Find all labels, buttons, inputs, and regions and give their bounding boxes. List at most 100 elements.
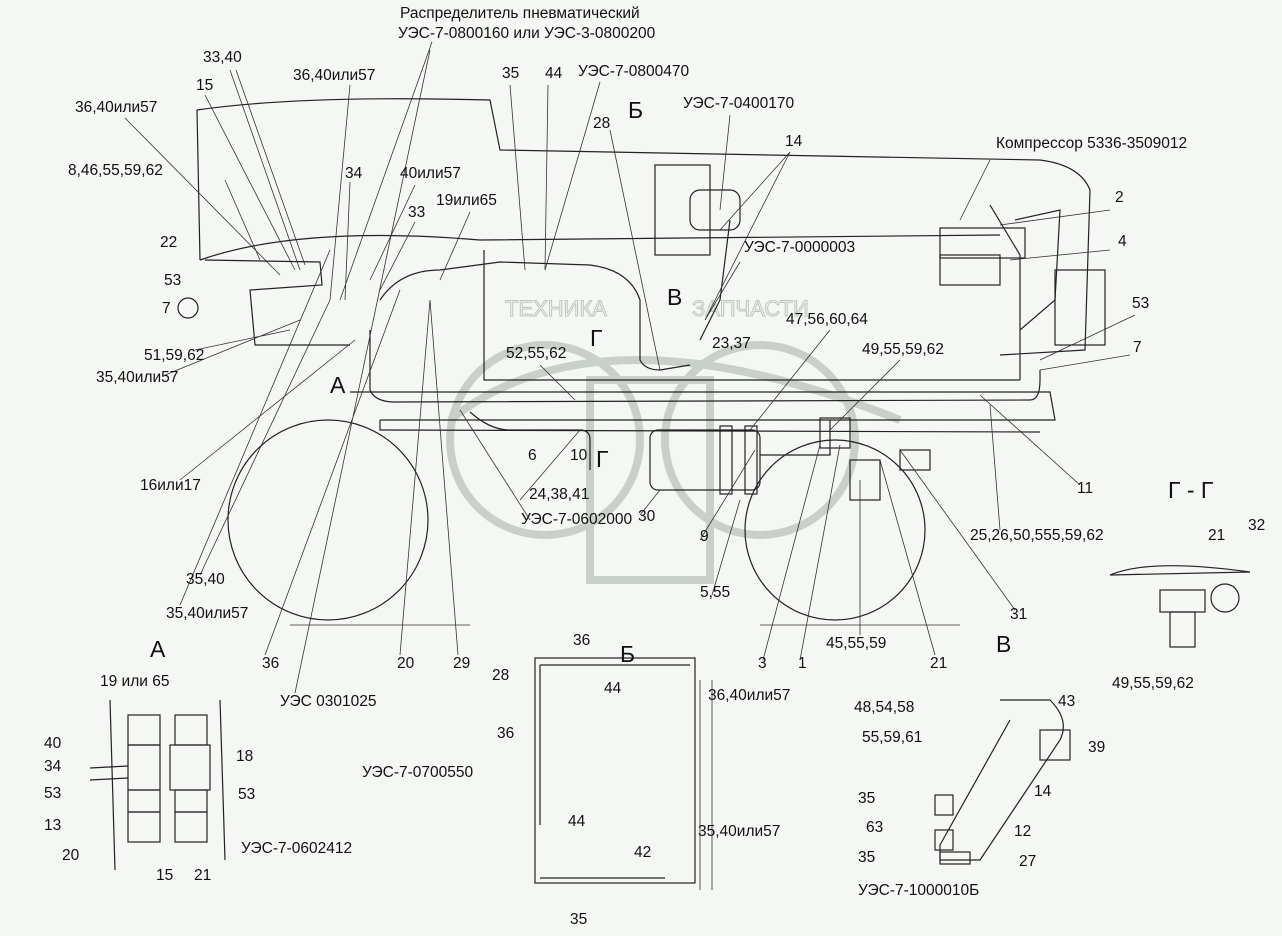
callout-label: 36 <box>573 632 590 649</box>
callout-label: 31 <box>1010 606 1027 623</box>
callout-label: 21 <box>194 867 211 884</box>
callout-label: 6 <box>528 447 537 464</box>
callout-label: 34 <box>44 758 62 775</box>
callout-label: 23,37 <box>712 335 751 352</box>
callout-label: 14 <box>1034 783 1052 800</box>
callout-label: УЭС-7-0700550 <box>362 764 474 781</box>
callout-label: 9 <box>700 528 709 545</box>
callout-label: 34 <box>345 165 363 182</box>
callout-label: 29 <box>453 655 470 672</box>
callout-label: 12 <box>1014 823 1031 840</box>
callout-label: 28 <box>492 667 509 684</box>
callout-label: 14 <box>785 133 803 150</box>
callout-label: 51,59,62 <box>144 347 204 364</box>
callout-label: 5,55 <box>700 584 730 601</box>
callout-label: 21 <box>1208 527 1225 544</box>
callout-label: 44 <box>604 680 622 697</box>
callout-labels: Распределитель пневматическийУЭС-7-08001… <box>44 5 1265 928</box>
callout-label: УЭС-7-0800160 или УЭС-3-0800200 <box>398 25 656 42</box>
callout-label: 2 <box>1115 189 1124 206</box>
view-letter-label: В <box>667 284 682 310</box>
callout-label: 35 <box>570 911 587 928</box>
callout-label: 25,26,50,555,59,62 <box>970 527 1104 544</box>
view-letter-label: Г <box>596 446 609 472</box>
callout-label: 49,55,59,62 <box>862 341 944 358</box>
callout-label: 16или17 <box>140 477 201 494</box>
callout-label: 19 или 65 <box>100 673 169 690</box>
callout-label: УЭС-7-0000003 <box>744 239 855 256</box>
callout-label: 30 <box>638 508 656 525</box>
callout-label: 35,40или57 <box>698 823 780 840</box>
callout-label: УЭС 0301025 <box>280 693 377 710</box>
callout-label: 48,54,58 <box>854 699 914 716</box>
callout-label: 55,59,61 <box>862 729 922 746</box>
leader-lines <box>124 41 1136 694</box>
callout-label: 36,40или57 <box>75 99 157 116</box>
callout-label: 53 <box>164 272 181 289</box>
callout-label: 42 <box>634 844 651 861</box>
callout-label: УЭС-7-1000010Б <box>858 882 979 899</box>
callout-label: 40 <box>44 735 62 752</box>
view-letter-label: Б <box>620 641 635 667</box>
air-lines <box>177 189 1041 501</box>
callout-label: 35,40или57 <box>96 369 178 386</box>
callout-label: 43 <box>1058 693 1075 710</box>
callout-label: УЭС-7-0800470 <box>578 63 690 80</box>
callout-label: УЭС-7-0602412 <box>241 840 352 857</box>
callout-label: УЭС-7-0400170 <box>683 95 795 112</box>
callout-label: 35,40 <box>186 571 225 588</box>
callout-label: 18 <box>236 748 253 765</box>
view-letter-label: В <box>996 631 1011 657</box>
callout-label: Компрессор 5336-3509012 <box>996 135 1187 152</box>
callout-label: 53 <box>1132 295 1149 312</box>
callout-label: 35 <box>858 849 875 866</box>
view-letter-label: А <box>330 372 346 398</box>
callout-label: 35 <box>858 790 875 807</box>
callout-label: 44 <box>545 65 563 82</box>
callout-label: 36 <box>497 725 514 742</box>
callout-label: 33 <box>408 204 425 221</box>
view-v-detail <box>934 699 1071 865</box>
callout-label: 36 <box>262 655 279 672</box>
view-b-box <box>534 657 713 890</box>
callout-label: 24,38,41 <box>529 486 589 503</box>
callout-label: 8,46,55,59,62 <box>68 162 163 179</box>
callout-label: 3 <box>758 655 767 672</box>
callout-label: 63 <box>866 819 883 836</box>
callout-label: 45,55,59 <box>826 635 886 652</box>
callout-label: 40или57 <box>400 165 461 182</box>
callout-label: 53 <box>44 785 61 802</box>
view-letter-label: Г <box>590 325 603 351</box>
callout-label: 19или65 <box>436 192 497 209</box>
callout-label: 52,55,62 <box>506 345 566 362</box>
callout-label: 36,40или57 <box>293 67 375 84</box>
callout-label: 13 <box>44 817 61 834</box>
callout-label: 1 <box>798 655 807 672</box>
callout-label: 27 <box>1019 853 1036 870</box>
callout-label: 20 <box>397 655 415 672</box>
callout-label: 4 <box>1118 233 1127 250</box>
callout-label: 36,40или57 <box>708 687 790 704</box>
callout-label: 35,40или57 <box>166 605 248 622</box>
callout-label: 47,56,60,64 <box>786 311 868 328</box>
callout-label: 7 <box>162 300 171 317</box>
view-letter-label: А <box>150 636 166 662</box>
view-letter-label: Б <box>628 97 643 123</box>
callout-label: 11 <box>1077 480 1093 497</box>
callout-label: Распределитель пневматический <box>400 5 640 22</box>
callout-label: УЭС-7-0602000 <box>521 511 633 528</box>
callout-label: 20 <box>62 847 80 864</box>
watermark: ТЕХНИКА ЗАПЧАСТИ <box>446 296 902 584</box>
view-g-g-detail <box>1109 565 1251 648</box>
callout-label: 49,55,59,62 <box>1112 675 1194 692</box>
callout-label: 33,40 <box>203 49 242 66</box>
callout-label: 32 <box>1248 517 1265 534</box>
callout-label: 7 <box>1133 339 1142 356</box>
view-letter-label: Г - Г <box>1168 477 1214 503</box>
callout-label: 53 <box>238 786 255 803</box>
callout-label: 35 <box>502 65 519 82</box>
callout-label: 22 <box>160 234 177 251</box>
callout-label: 15 <box>156 867 173 884</box>
callout-label: 21 <box>930 655 947 672</box>
